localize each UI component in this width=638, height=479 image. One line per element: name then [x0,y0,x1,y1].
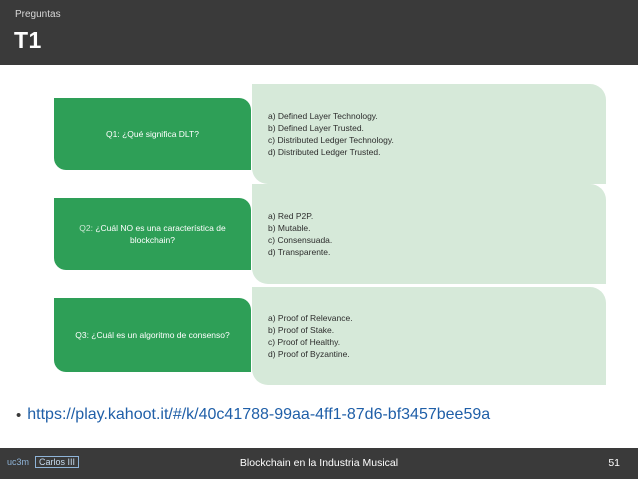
question-text-wrap: Q2: ¿Cuál NO es una característica de bl… [62,222,243,246]
section-label: Preguntas [15,9,61,20]
answer-item: a) Proof of Relevance. [268,313,353,323]
answer-item: c) Distributed Ledger Technology. [268,135,394,145]
answer-item: b) Mutable. [268,223,311,233]
logo-main: Carlos III [35,456,80,468]
answer-item: c) Proof of Healthy. [268,337,341,347]
page-number: 51 [608,457,620,469]
question-row-3: a) Proof of Relevance. b) Proof of Stake… [0,287,638,385]
answer-item: a) Red P2P. [268,211,314,221]
slide-footer: uc3m Carlos III Blockchain en la Industr… [0,448,638,479]
answers-list-1: a) Defined Layer Technology. b) Defined … [268,84,394,184]
answer-item: d) Distributed Ledger Trusted. [268,147,381,157]
answers-panel-1: a) Defined Layer Technology. b) Defined … [252,84,606,184]
question-prefix: Q2: [79,223,96,233]
answers-panel-2: a) Red P2P. b) Mutable. c) Consensuada. … [252,184,606,284]
question-text: Q1: ¿Qué significa DLT? [106,129,199,139]
question-text: Q3: ¿Cuál es un algoritmo de consenso? [75,330,230,340]
answers-panel-3: a) Proof of Relevance. b) Proof of Stake… [252,287,606,385]
slide-header: Preguntas T1 [0,0,638,65]
answers-list-3: a) Proof of Relevance. b) Proof of Stake… [268,287,353,385]
question-box-3: Q3: ¿Cuál es un algoritmo de consenso? [54,298,251,372]
question-row-1: a) Defined Layer Technology. b) Defined … [0,84,638,184]
question-box-2: Q2: ¿Cuál NO es una característica de bl… [54,198,251,270]
university-logo: uc3m Carlos III [7,456,80,468]
question-row-2: a) Red P2P. b) Mutable. c) Consensuada. … [0,184,638,284]
footer-title: Blockchain en la Industria Musical [239,457,399,469]
answer-item: c) Consensuada. [268,235,333,245]
answer-item: b) Defined Layer Trusted. [268,123,364,133]
question-box-1: Q1: ¿Qué significa DLT? [54,98,251,170]
link-row: • https://play.kahoot.it/#/k/40c41788-99… [16,406,490,424]
answer-item: d) Transparente. [268,247,331,257]
answer-item: b) Proof of Stake. [268,325,335,335]
bullet: • [16,406,22,424]
answers-list-2: a) Red P2P. b) Mutable. c) Consensuada. … [268,184,332,284]
question-text: ¿Cuál NO es una característica de blockc… [95,223,226,245]
answer-item: d) Proof of Byzantine. [268,349,350,359]
kahoot-link[interactable]: https://play.kahoot.it/#/k/40c41788-99aa… [27,406,491,423]
answer-item: a) Defined Layer Technology. [268,111,378,121]
logo-prefix: uc3m [7,457,30,467]
slide-title: T1 [14,27,42,53]
